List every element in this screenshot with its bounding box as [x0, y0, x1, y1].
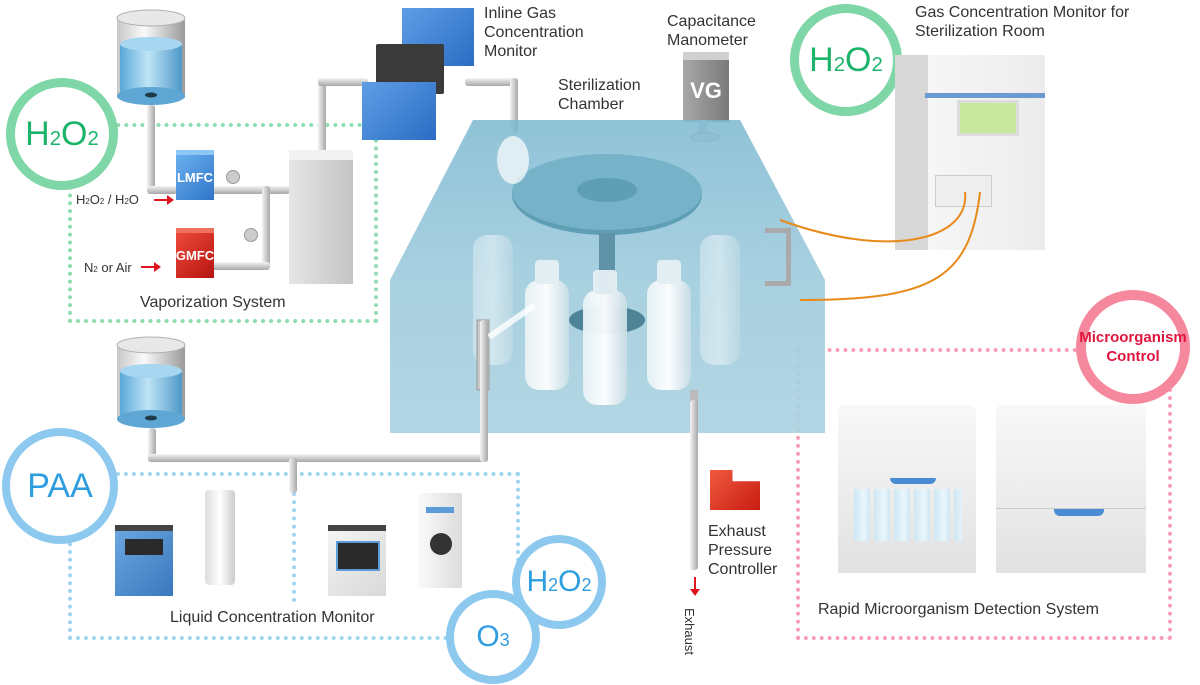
pipe	[210, 262, 270, 270]
pipe	[480, 320, 488, 462]
pipe	[289, 458, 297, 493]
microorganism-detection-title: Rapid Microorganism Detection System	[818, 601, 1099, 618]
liquid-monitor-controller-2	[328, 525, 386, 596]
vaporization-system-group	[68, 123, 378, 323]
liquid-monitor-divider	[292, 492, 296, 602]
room-gas-monitor-label: Gas Concentration Monitor for Sterilizat…	[915, 4, 1130, 40]
chamber-port-bracket	[765, 228, 791, 286]
liquid-input-label: H2O2 / H2O	[76, 192, 139, 207]
pipe	[147, 105, 155, 190]
pipe	[210, 186, 290, 194]
paa-tank-icon	[116, 336, 186, 428]
microorganism-control-badge: Microorganism Control	[1076, 290, 1190, 404]
sterilization-chamber	[390, 120, 825, 433]
pipe	[465, 78, 515, 86]
detection-device-reader	[996, 405, 1146, 573]
vaporizer-unit	[289, 150, 353, 284]
pipe	[318, 82, 326, 152]
exhaust-pressure-controller-label: Exhaust Pressure Controller	[708, 523, 778, 578]
sterilization-chamber-label: Sterilization Chamber	[558, 77, 641, 113]
detection-device-incubator	[838, 405, 976, 573]
exhaust-arrow-head	[690, 589, 700, 596]
vg-badge: VG	[690, 78, 722, 103]
flow-arrow-icon	[141, 262, 161, 272]
gmfc-label: GMFC	[175, 248, 215, 263]
o3-badge: O3	[446, 590, 540, 684]
lmfc-box: LMFC	[176, 150, 214, 200]
gas-input-label: N2 or Air	[84, 260, 132, 275]
capacitance-manometer-label: Capacitance Manometer	[667, 13, 756, 49]
gmfc-box: GMFC	[176, 228, 214, 278]
paa-badge: PAA	[2, 428, 118, 544]
room-gas-monitor-device	[895, 55, 1045, 250]
inline-gas-monitor-label: Inline Gas Concentration Monitor	[484, 5, 584, 60]
liquid-monitor-title: Liquid Concentration Monitor	[170, 609, 375, 626]
lcd-screen	[957, 100, 1019, 136]
pipe	[148, 428, 156, 458]
pipe	[510, 78, 518, 133]
exhaust-pressure-controller-device	[710, 470, 760, 510]
vaporization-system-title: Vaporization System	[140, 294, 286, 311]
h2o2-vapor-badge: H2O2	[6, 78, 118, 190]
microorganism-group	[796, 348, 1172, 640]
exhaust-pipe	[690, 400, 698, 570]
pipe	[148, 454, 488, 462]
vg-gauge-device: VG	[683, 52, 729, 122]
flow-arrow-icon	[154, 195, 174, 205]
exhaust-arrow-icon	[694, 577, 696, 591]
lmfc-label: LMFC	[176, 170, 214, 185]
pipe	[147, 186, 177, 194]
liquid-sensor-1	[205, 490, 235, 585]
sample-vials	[854, 489, 962, 541]
liquid-monitor-controller-1	[115, 525, 173, 596]
valve-icon	[226, 170, 240, 184]
liquid-sensor-2	[418, 493, 462, 588]
h2o2-tank-icon	[116, 9, 186, 105]
pipe	[262, 186, 270, 266]
h2o2-room-badge: H2O2	[790, 4, 902, 116]
inline-gas-monitor-device	[362, 8, 474, 140]
pipe	[318, 78, 368, 86]
valve-icon	[244, 228, 258, 242]
sampling-tube	[779, 191, 981, 301]
exhaust-label: Exhaust	[681, 608, 697, 655]
